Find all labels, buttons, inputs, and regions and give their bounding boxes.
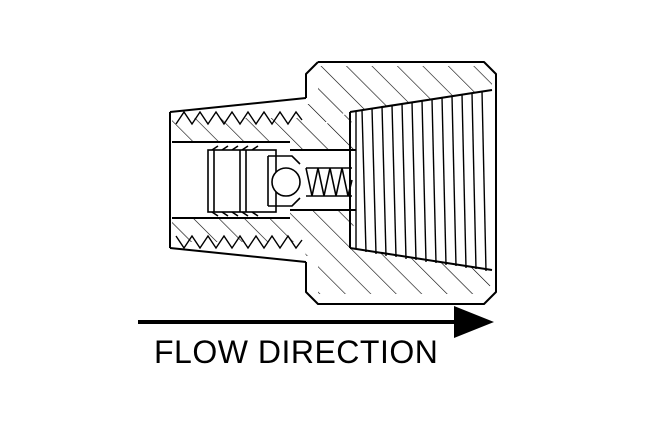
arrow-right-icon <box>138 306 494 338</box>
body-section <box>172 66 492 294</box>
female-threads <box>355 90 487 272</box>
male-thread-top <box>169 97 307 113</box>
male-threads <box>175 110 303 250</box>
flow-direction-label: FLOW DIRECTION <box>154 334 439 370</box>
valve-assembly <box>207 145 353 217</box>
spring-icon <box>306 167 352 197</box>
body-outline <box>169 61 497 305</box>
ball-icon <box>271 167 301 197</box>
